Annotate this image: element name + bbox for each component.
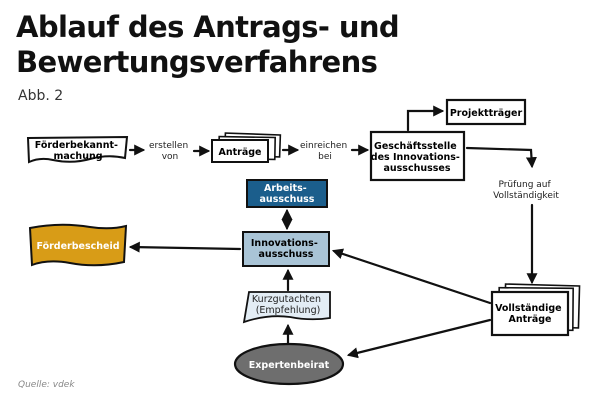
arrow-vollstaendige-to-expertenbeirat bbox=[346, 318, 492, 359]
arrow-geschaeftsstelle-to-pruefung bbox=[465, 146, 537, 169]
svg-text:Arbeits- ausschuss: Arbeits- ausschuss bbox=[260, 183, 315, 205]
edge-label-pruefung: Prüfung auf Vollständigkeit bbox=[493, 180, 559, 201]
node-arbeitsausschuss: Arbeits- ausschuss bbox=[246, 179, 328, 208]
arbeitsausschuss-line-1: Arbeits- bbox=[264, 183, 307, 194]
node-foerderbescheid: Förderbescheid bbox=[28, 223, 128, 267]
einreichen-bei-line-2: bei bbox=[318, 152, 332, 162]
geschaeftsstelle-line-2: des Innovations- bbox=[371, 152, 460, 163]
title-line-1: Ablauf des Antrags- und bbox=[16, 10, 400, 44]
foerderbescheid-label: Förderbescheid bbox=[36, 241, 119, 252]
geschaeftsstelle-line-3: ausschusses bbox=[383, 163, 450, 174]
node-innovationsausschuss: Innovations- ausschuss bbox=[242, 231, 330, 267]
figure-label: Abb. 2 bbox=[18, 88, 64, 104]
page-title: Ablauf des Antrags- und Bewertungsverfah… bbox=[16, 10, 576, 80]
innovationsausschuss-line-1: Innovations- bbox=[251, 238, 318, 249]
edge-label-einreichen-bei: einreichen bei bbox=[300, 141, 350, 162]
geschaeftsstelle-line-1: Geschäftsstelle bbox=[374, 141, 457, 152]
arbeitsausschuss-line-2: ausschuss bbox=[260, 194, 315, 205]
node-geschaeftsstelle: Geschäftsstelle des Innovations- ausschu… bbox=[369, 130, 466, 182]
title-line-2: Bewertungsverfahrens bbox=[16, 45, 378, 79]
arrow-vollstaendige-to-innovationsausschuss bbox=[331, 248, 492, 305]
svg-text:Geschäftsstelle des Inno: Geschäftsstelle des Innovations- ausschu… bbox=[371, 141, 463, 174]
innovationsausschuss-line-2: ausschuss bbox=[259, 249, 314, 260]
arrow-innovationsausschuss-to-foerderbescheid bbox=[128, 241, 242, 253]
expertenbeirat-label: Expertenbeirat bbox=[249, 360, 330, 371]
einreichen-bei-line-1: einreichen bbox=[300, 141, 347, 151]
node-foerderbekanntmachung: Förderbekannt- machung bbox=[26, 135, 129, 164]
projekttraeger-label: Projektträger bbox=[450, 108, 523, 119]
erstellen-von-line-1: erstellen bbox=[149, 141, 188, 151]
node-kurzgutachten: Kurzgutachten (Empfehlung) bbox=[242, 291, 331, 324]
vollstaendige-antraege-line-1: Vollständige bbox=[495, 303, 562, 314]
antraege-label: Anträge bbox=[219, 147, 262, 158]
node-projekttraeger: Projektträger bbox=[445, 98, 527, 126]
foerderbekanntmachung-line-1: Förderbekannt- bbox=[35, 140, 118, 151]
node-expertenbeirat: Expertenbeirat bbox=[233, 342, 345, 386]
foerderbekanntmachung-line-2: machung bbox=[53, 151, 102, 162]
svg-text:Kurzgutachten (Empfehlun: Kurzgutachten (Empfehlung) bbox=[252, 294, 324, 316]
pruefung-line-2: Vollständigkeit bbox=[493, 191, 559, 201]
pruefung-line-1: Prüfung auf bbox=[498, 180, 551, 190]
node-vollstaendige-antraege: Vollständige Anträge bbox=[490, 283, 581, 337]
arrow-geschaeftsstelle-to-projekttraeger bbox=[406, 105, 445, 132]
svg-text:Vollständige Anträge: Vollständige Anträge bbox=[495, 303, 565, 325]
kurzgutachten-line-2: (Empfehlung) bbox=[256, 305, 321, 316]
source-note: Quelle: vdek bbox=[18, 380, 75, 390]
node-antraege: Anträge bbox=[211, 132, 282, 163]
svg-text:Innovations- ausschuss: Innovations- ausschuss bbox=[251, 238, 321, 260]
vollstaendige-antraege-line-2: Anträge bbox=[509, 314, 552, 325]
svg-text:Förderbekannt- machung: Förderbekannt- machung bbox=[35, 140, 122, 162]
kurzgutachten-line-1: Kurzgutachten bbox=[252, 294, 321, 305]
edge-label-erstellen-von: erstellen von bbox=[149, 141, 191, 162]
erstellen-von-line-2: von bbox=[162, 152, 179, 162]
